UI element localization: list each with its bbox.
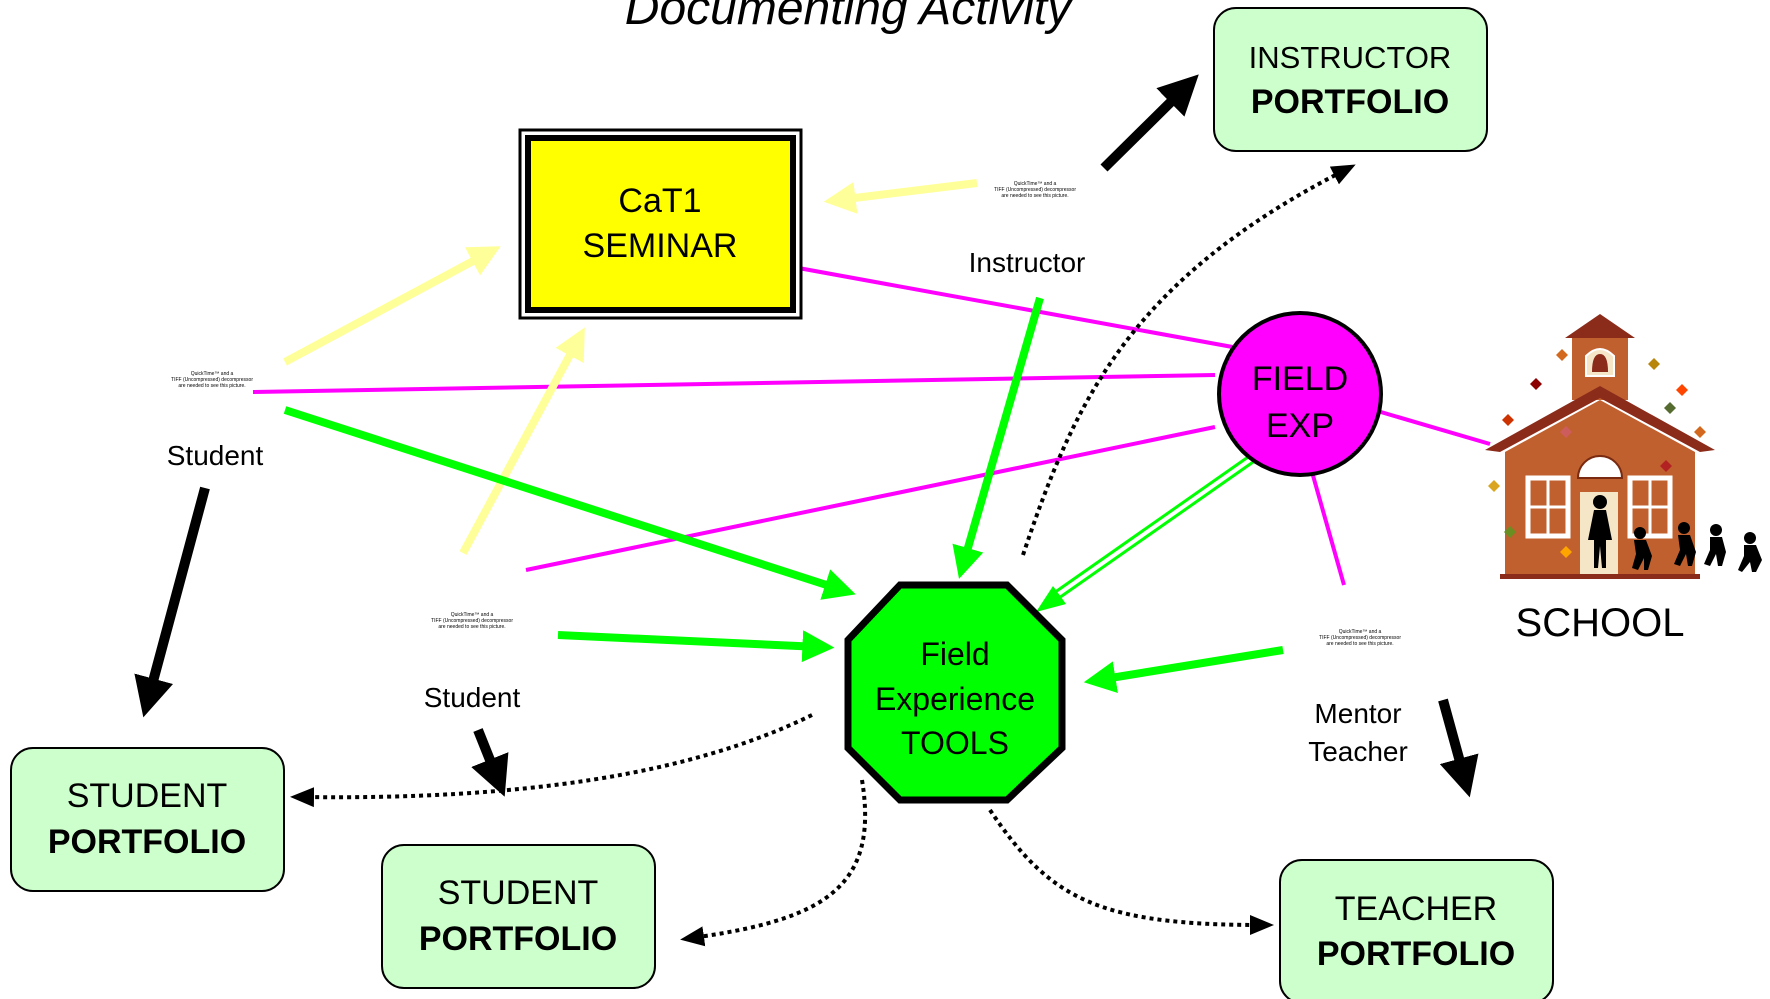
svg-text:TIFF (Uncompressed) decompress: TIFF (Uncompressed) decompressor [171,377,253,383]
mentor-label-line1: Mentor [1314,698,1401,729]
student2-picture-placeholder: QuickTime™ and a TIFF (Uncompressed) dec… [431,612,513,630]
arrow-student1-to-portfolio [134,486,210,718]
connector-seminar-fieldexp [781,263,1239,350]
tools-line3: TOOLS [901,725,1009,761]
school-building-icon [1485,314,1762,579]
instructor-picture-placeholder: QuickTime™ and a TIFF (Uncompressed) dec… [994,181,1076,199]
student-portfolio-2-line2: PORTFOLIO [419,920,617,958]
svg-text:are needed to see this picture: are needed to see this picture. [438,624,505,630]
diagram-title: Documenting Activity [625,0,1074,35]
dotted-tools-to-instructor-portfolio [1021,164,1356,556]
instructor-portfolio-line2: PORTFOLIO [1251,83,1449,121]
black-arrows [134,74,1479,798]
yellow-arrows [283,179,978,555]
instructor-label: Instructor [969,247,1086,278]
instructor-portfolio-line1: INSTRUCTOR [1249,40,1452,75]
magenta-connectors [252,263,1491,586]
dotted-tools-to-teacher-portfolio [988,808,1274,935]
field-exp-line2: EXP [1266,407,1334,445]
field-exp-line1: FIELD [1252,360,1348,398]
dotted-arrows [290,164,1356,947]
arrow-instructor-to-seminar [823,179,978,214]
student-portfolio-box-1: STUDENT PORTFOLIO [10,747,285,892]
teacher-portfolio-box: TEACHER PORTFOLIO [1279,859,1554,999]
svg-text:TIFF (Uncompressed) decompress: TIFF (Uncompressed) decompressor [431,618,513,624]
svg-text:are needed to see this picture: are needed to see this picture. [178,383,245,389]
seminar-line1: CaT1 [618,182,701,220]
arrow-mentor-to-teacher-portfolio [1438,698,1479,798]
student-portfolio-1-line1: STUDENT [67,777,228,815]
svg-text:are needed to see this picture: are needed to see this picture. [1326,641,1393,647]
arrow-student1-to-tools [283,406,856,600]
student-portfolio-1-line2: PORTFOLIO [48,823,246,861]
arrow-fieldexp-to-tools [1036,450,1260,612]
connector-student1-fieldexp [252,373,1216,394]
school-label: SCHOOL [1516,601,1685,645]
student1-picture-placeholder: QuickTime™ and a TIFF (Uncompressed) dec… [171,371,253,389]
arrow-student2-to-seminar [459,327,585,555]
connector-student2-fieldexp [525,425,1216,572]
seminar-line2: SEMINAR [583,227,738,265]
teacher-portfolio-line2: PORTFOLIO [1317,935,1515,973]
student-portfolio-box-2: STUDENT PORTFOLIO [381,844,656,989]
student-label-1: Student [167,440,264,471]
arrow-student1-to-seminar [283,246,501,366]
connector-fieldexp-mentor [1310,471,1346,586]
student-portfolio-2-line1: STUDENT [438,874,599,912]
svg-text:are needed to see this picture: are needed to see this picture. [1001,193,1068,199]
field-exp-node: FIELD EXP [1217,311,1383,477]
tools-line1: Field [920,636,989,672]
arrow-mentor-to-tools [1083,646,1284,693]
field-tools-node: Field Experience TOOLS [844,581,1066,804]
student-label-2: Student [424,682,521,713]
arrow-student2-to-portfolio [471,728,509,797]
instructor-portfolio-box: INSTRUCTOR PORTFOLIO [1213,7,1488,152]
svg-text:QuickTime™ and a: QuickTime™ and a [1339,629,1382,635]
svg-text:TIFF (Uncompressed) decompress: TIFF (Uncompressed) decompressor [994,187,1076,193]
arrow-to-instructor-portfolio [1100,74,1199,172]
svg-text:QuickTime™ and a: QuickTime™ and a [191,371,234,377]
cat1-seminar-box: CaT1 SEMINAR [518,128,803,320]
mentor-picture-placeholder: QuickTime™ and a TIFF (Uncompressed) dec… [1319,629,1401,647]
svg-text:QuickTime™ and a: QuickTime™ and a [451,612,494,618]
tools-line2: Experience [875,681,1035,717]
connector-fieldexp-school [1373,408,1491,446]
svg-text:QuickTime™ and a: QuickTime™ and a [1014,181,1057,187]
green-arrows [283,296,1284,693]
arrow-student2-to-tools [557,630,835,663]
arrow-instructor-to-tools [952,296,1044,579]
dotted-tools-to-student-portfolio-2 [680,779,868,947]
teacher-portfolio-line1: TEACHER [1335,890,1497,928]
mentor-label-line2: Teacher [1308,736,1408,767]
svg-text:TIFF (Uncompressed) decompress: TIFF (Uncompressed) decompressor [1319,635,1401,641]
dotted-tools-to-student-portfolio-1 [290,713,813,808]
